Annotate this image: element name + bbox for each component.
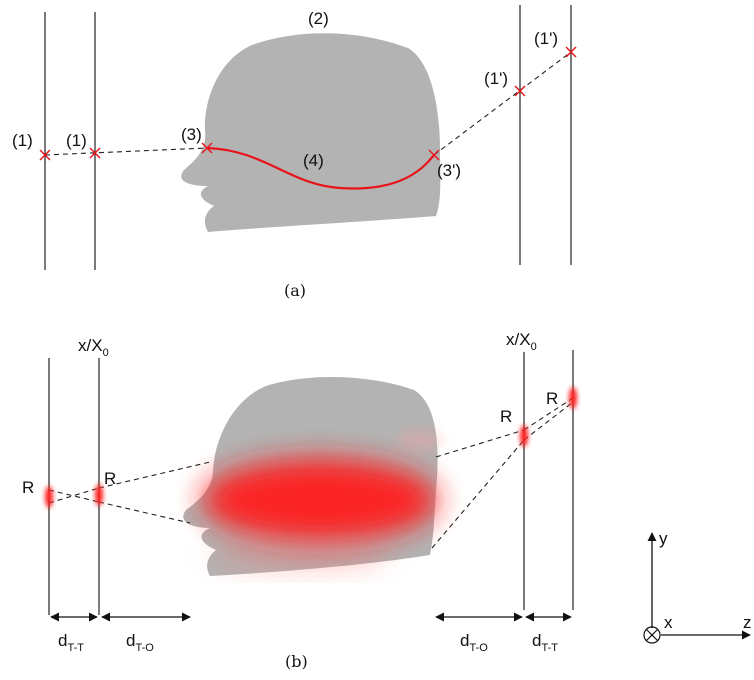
dist-label-to-left: dT-O xyxy=(126,631,154,654)
axis-label-x: x xyxy=(664,613,673,632)
axis-label-y: y xyxy=(659,529,668,548)
resolution-label: R xyxy=(546,389,558,408)
x-axis-into-page-icon xyxy=(643,626,661,644)
resolution-blob xyxy=(569,387,577,409)
uncertainty-envelope xyxy=(48,397,574,549)
caption-b: (b) xyxy=(285,652,308,671)
resolution-label: R xyxy=(500,407,512,426)
label-4: (4) xyxy=(303,151,324,170)
axis-label-z: z xyxy=(743,613,752,632)
coordinate-axes: y x z xyxy=(643,529,752,644)
caption-a: (a) xyxy=(284,281,306,300)
label-1-prime-a: (1') xyxy=(484,69,508,88)
most-likely-path xyxy=(206,146,435,190)
label-2: (2) xyxy=(308,9,329,28)
label-1-prime-b: (1') xyxy=(534,29,558,48)
material-budget-label-right: x/X0 xyxy=(506,330,537,353)
material-budget-label-left: x/X0 xyxy=(78,336,109,359)
label-1-left: (1) xyxy=(12,131,33,150)
resolution-blob xyxy=(45,486,53,508)
dist-label-tt-left: dT-T xyxy=(58,631,84,654)
marker-cross xyxy=(39,46,577,161)
label-3-prime: (3') xyxy=(437,161,461,180)
label-1-mid: (1) xyxy=(66,131,87,150)
resolution-blob xyxy=(520,425,528,447)
dist-label-tt-right: dT-T xyxy=(532,631,558,654)
track-dashed-rear xyxy=(433,51,572,156)
panel-a: (1) (1) (2) (3) (4) (3') (1') (1') (a) xyxy=(12,5,577,300)
resolution-label: R xyxy=(22,478,34,497)
track-dashed-front xyxy=(44,147,208,156)
resolution-label: R xyxy=(104,469,116,488)
panel-b: R R R R x/X0 x/X0 dT-T dT-O dT-O dT-T (b… xyxy=(22,330,577,671)
label-3: (3) xyxy=(181,125,202,144)
resolution-blob xyxy=(95,484,103,506)
dose-band xyxy=(202,430,442,569)
head-phantom-a xyxy=(181,33,441,233)
dist-label-to-right: dT-O xyxy=(460,631,488,654)
